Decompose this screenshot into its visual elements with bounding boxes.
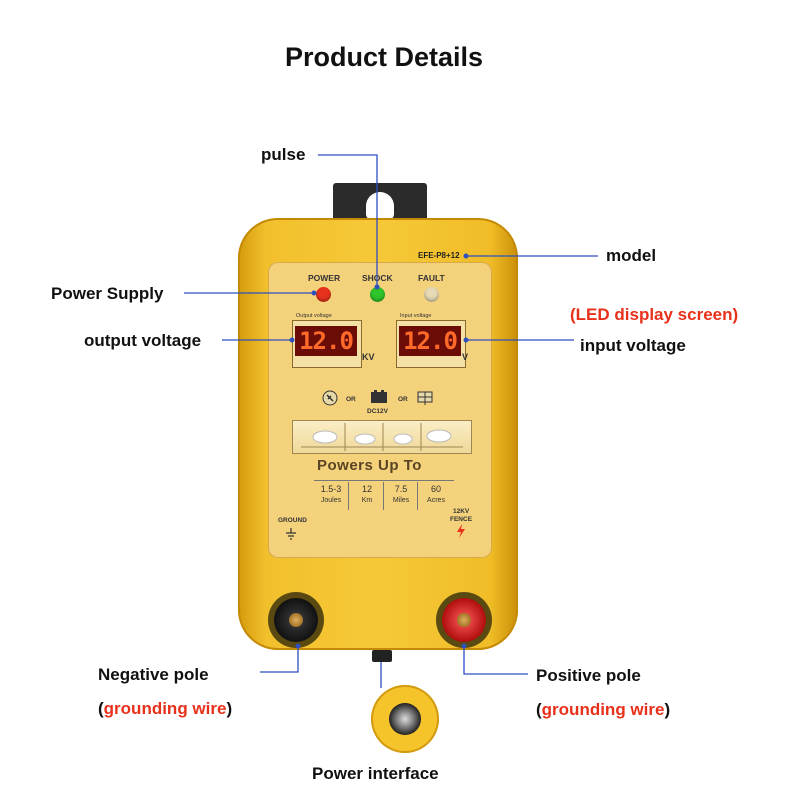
- power-led: [316, 287, 331, 302]
- front-panel: [268, 262, 492, 558]
- positive-grounding-wire: grounding wire: [541, 700, 665, 719]
- callout-power-interface: Power interface: [312, 764, 439, 783]
- model-label: EFE-P8+12: [418, 251, 460, 260]
- dc-jack-port: [372, 650, 392, 662]
- positive-terminal-core: [457, 613, 471, 627]
- callout-input-voltage: input voltage: [580, 336, 686, 355]
- callout-pulse: pulse: [261, 145, 306, 164]
- output-unit: KV: [362, 352, 375, 362]
- ground-label: GROUND: [278, 517, 307, 524]
- stat-joules-value: 1.5-3: [320, 484, 342, 494]
- fence-label: FENCE: [450, 516, 473, 523]
- power-jack[interactable]: [389, 703, 421, 735]
- or-label-1: OR: [346, 396, 356, 403]
- callout-led-display: (LED display screen): [570, 305, 739, 324]
- powers-up-to-heading: Powers Up To: [317, 457, 422, 474]
- callout-power-supply: Power Supply: [51, 284, 164, 303]
- output-voltage-caption: Output voltage: [296, 313, 332, 319]
- fault-led: [424, 287, 439, 302]
- paren-close: ): [664, 700, 671, 719]
- callout-positive-pole: Positive pole: [536, 666, 641, 685]
- or-label-2: OR: [398, 396, 408, 403]
- plug-icon: [322, 390, 338, 411]
- stat-miles-unit: Miles: [392, 497, 410, 504]
- ground-icon: [284, 527, 298, 545]
- stats-table: [314, 480, 454, 511]
- stat-miles-value: 7.5: [394, 484, 408, 494]
- stat-joules-unit: Joules: [320, 497, 342, 504]
- callout-negative-sub: (grounding wire): [98, 699, 232, 719]
- input-voltage-display: 12.0: [399, 326, 461, 356]
- output-voltage-display: 12.0: [295, 326, 357, 356]
- fence-kv-label: 12KV: [453, 508, 470, 515]
- callout-positive-sub: (grounding wire): [536, 700, 670, 720]
- led-label-fault: FAULT: [418, 273, 445, 283]
- paren-open: (: [98, 699, 104, 718]
- livestock-illustration: [292, 420, 472, 454]
- callout-output-voltage: output voltage: [84, 331, 202, 350]
- dc-label: DC12V: [367, 408, 388, 415]
- stat-km-value: 12: [361, 484, 372, 494]
- battery-icon: [370, 389, 388, 410]
- callout-model: model: [606, 246, 657, 265]
- negative-grounding-wire: grounding wire: [103, 699, 227, 718]
- input-voltage-caption: Input voltage: [400, 313, 432, 319]
- page-title: Product Details: [284, 42, 484, 72]
- stat-acres-value: 60: [430, 484, 441, 494]
- bracket-hole: [366, 192, 394, 220]
- lightning-icon: [455, 524, 467, 543]
- stats-divider: [348, 482, 349, 510]
- input-unit: V: [462, 352, 469, 362]
- stats-divider: [417, 482, 418, 510]
- stats-divider: [383, 482, 384, 510]
- stat-km-unit: Km: [361, 497, 373, 504]
- solar-panel-icon: [416, 390, 434, 411]
- paren-close: ): [226, 699, 233, 718]
- stat-acres-unit: Acres: [427, 497, 445, 504]
- shock-led: [370, 287, 385, 302]
- paren-open: (: [536, 700, 542, 719]
- callout-negative-pole: Negative pole: [98, 665, 209, 684]
- negative-terminal-core: [289, 613, 303, 627]
- led-label-power: POWER: [308, 273, 341, 283]
